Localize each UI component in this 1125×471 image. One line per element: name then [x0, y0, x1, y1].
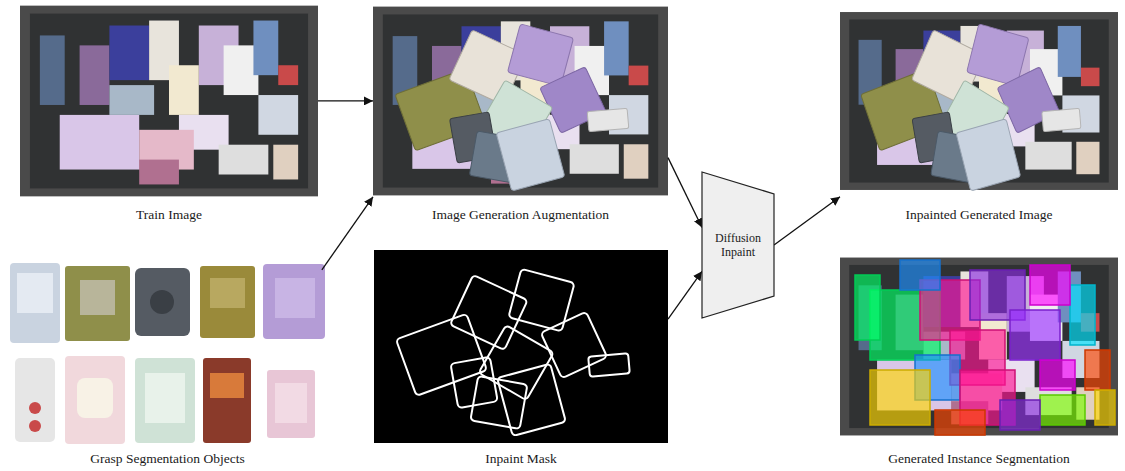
mask-ground: [374, 250, 668, 443]
node-label: Diffusion Inpaint: [702, 231, 774, 259]
mask-outlines: [396, 269, 630, 436]
flow-arrow: [322, 197, 373, 270]
image-panel: Grasp Segmentation Objects: [5, 255, 330, 467]
image-panel: Inpaint Mask: [374, 250, 668, 467]
node-label: Inpaint Mask: [481, 451, 561, 467]
node-label: Grasp Segmentation Objects: [86, 451, 248, 467]
node-label: Train Image: [132, 207, 206, 223]
node-label: Inpainted Generated Image: [902, 207, 1057, 223]
image-panel: Image Generation Augmentation: [373, 5, 668, 223]
pasted-objects: [395, 24, 629, 191]
instance-masks: [855, 260, 1115, 435]
model-block: Diffusion Inpaint: [702, 172, 774, 318]
blended-objects: [861, 24, 1081, 191]
image-panel: Generated Instance Segmentation: [840, 250, 1118, 467]
flow-arrow: [774, 197, 840, 245]
segmentation-photo: [840, 258, 1118, 436]
image-panel: Inpainted Generated Image: [840, 5, 1118, 223]
image-panel: Train Image: [20, 5, 318, 223]
node-label: Image Generation Augmentation: [428, 207, 613, 223]
flow-arrow: [668, 158, 702, 228]
flow-arrow: [318, 100, 373, 101]
flow-arrow: [668, 271, 702, 319]
train-photo: [20, 6, 318, 197]
trapezoid-outline: [702, 172, 774, 318]
augmented-photo: [373, 7, 668, 196]
node-label: Generated Instance Segmentation: [884, 451, 1073, 467]
object-cutouts: [10, 263, 325, 444]
